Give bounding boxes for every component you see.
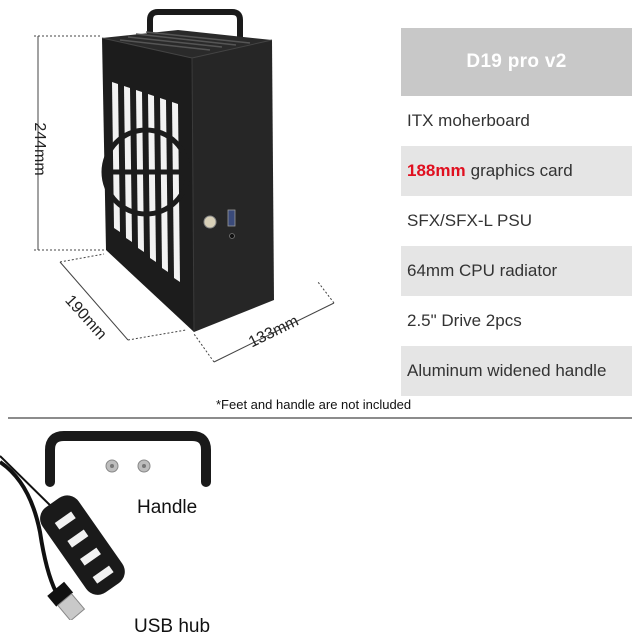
spec-row-text: 2.5" Drive 2pcs (407, 311, 522, 330)
top-vent-grille (119, 31, 251, 51)
usb-hub-illustration (0, 455, 125, 620)
spec-row-handle: Aluminum widened handle (401, 346, 632, 396)
spec-row-psu: SFX/SFX-L PSU (401, 196, 632, 246)
usb-hub-body (40, 495, 125, 595)
handle-screws (105, 459, 151, 473)
power-button (203, 215, 217, 229)
fan-silhouette (101, 127, 191, 217)
case-front-panel (192, 40, 274, 332)
spec-row-drive: 2.5" Drive 2pcs (401, 296, 632, 346)
height-dimension-label: 244mm (31, 122, 48, 176)
pc-case-illustration (34, 9, 335, 363)
spec-row-highlight: 188mm (407, 161, 466, 180)
footnote: *Feet and handle are not included (216, 397, 412, 412)
spec-row-text: ITX moherboard (407, 111, 530, 130)
spec-row-text: graphics card (470, 161, 573, 180)
section-divider (8, 417, 632, 419)
spec-row-text: SFX/SFX-L PSU (407, 211, 533, 230)
height-dimension-line (34, 35, 105, 251)
case-top-handle (147, 9, 243, 45)
usb-plug (47, 581, 86, 620)
usb-hub-caption: USB hub (134, 616, 211, 637)
spec-row-graphics-card: 188mm graphics card (401, 146, 632, 196)
width-dimension-line (193, 281, 335, 363)
spec-row-cpu-radiator: 64mm CPU radiator (401, 246, 632, 296)
spec-table-title: D19 pro v2 (401, 28, 632, 96)
handle-illustration (45, 431, 211, 487)
spec-table: D19 pro v2 ITX moherboard 188mm graphics… (401, 28, 632, 396)
handle-caption: Handle (137, 497, 198, 518)
spec-row-text: Aluminum widened handle (407, 361, 607, 380)
depth-dimension-line (59, 253, 187, 341)
usb-port (227, 209, 236, 227)
spec-row-motherboard: ITX moherboard (401, 96, 632, 146)
audio-jack (229, 233, 235, 239)
spec-row-text: 64mm CPU radiator (407, 261, 558, 280)
